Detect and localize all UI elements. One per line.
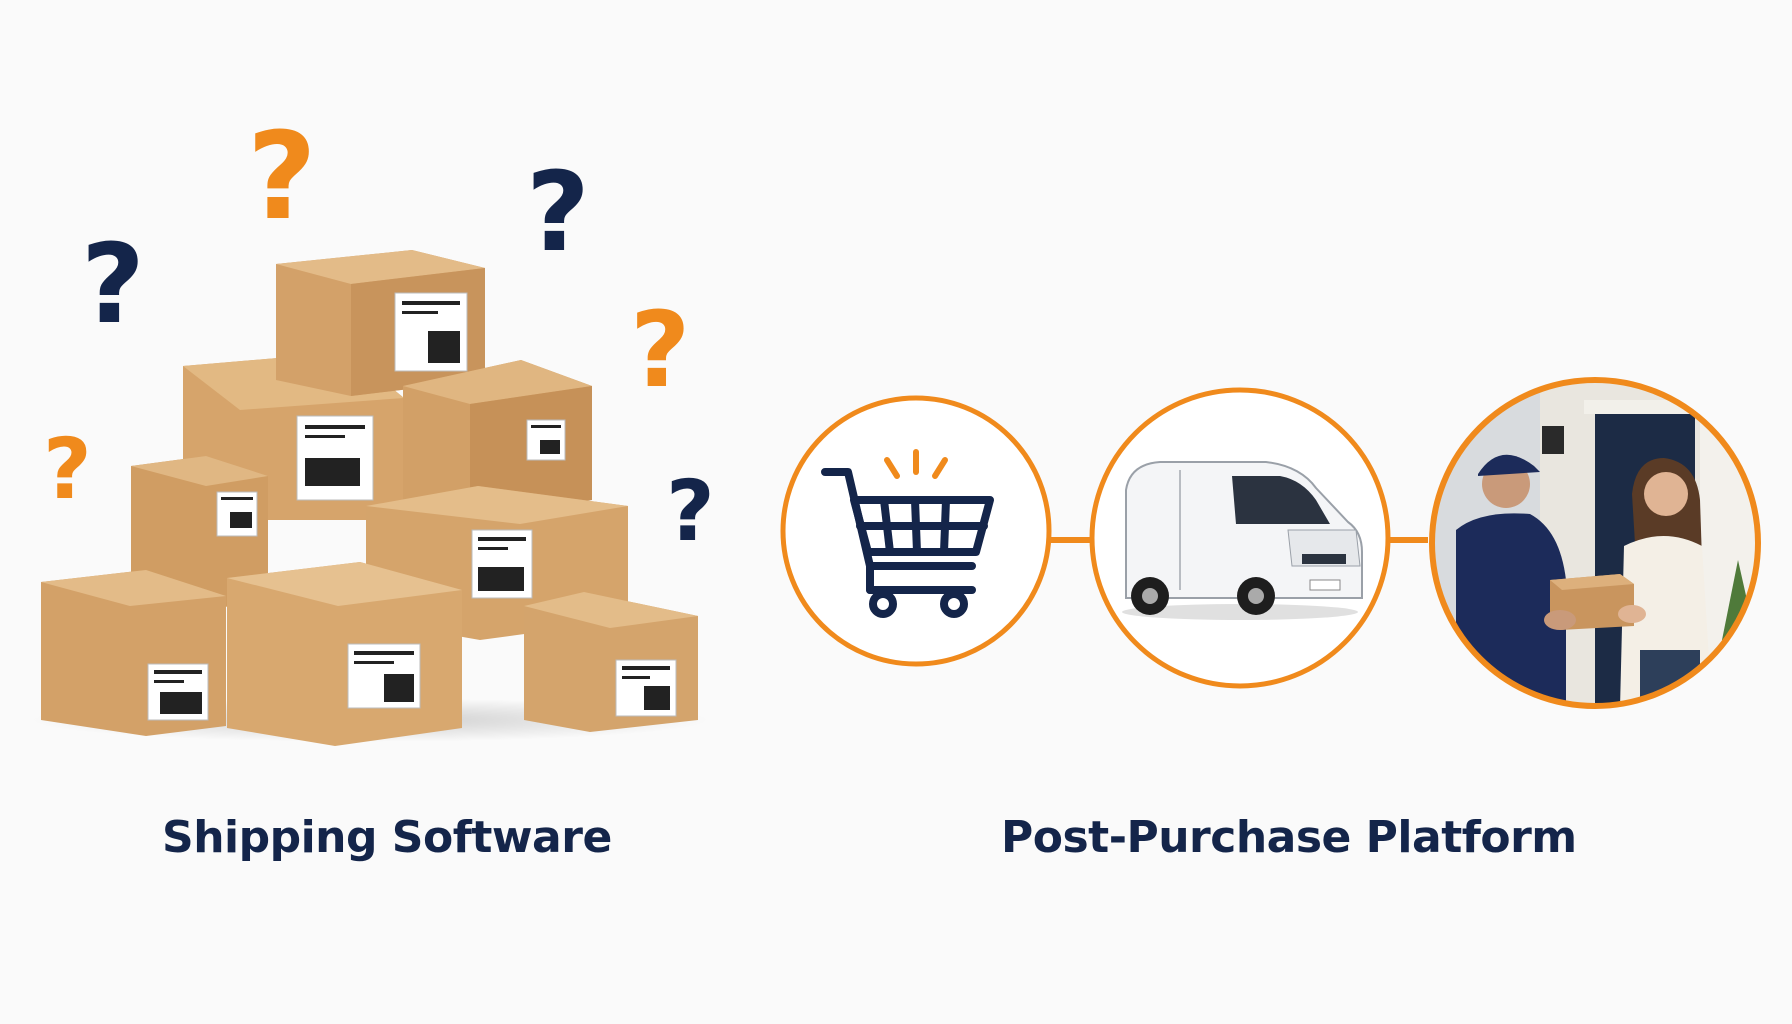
- question-mark-icon: ?: [630, 289, 690, 411]
- shipping-software-label: Shipping Software: [162, 812, 612, 863]
- question-marks: ? ? ? ? ? ?: [43, 108, 715, 560]
- delivery-van-icon: [1122, 461, 1363, 620]
- box: [403, 360, 592, 516]
- box-pile: [30, 250, 710, 746]
- box: [524, 592, 698, 732]
- shopping-cart-icon: [821, 449, 994, 618]
- courier-handoff-photo: [1429, 377, 1761, 709]
- question-mark-icon: ?: [43, 420, 92, 518]
- box: [41, 570, 226, 736]
- question-mark-icon: ?: [81, 220, 145, 348]
- box: [227, 562, 462, 746]
- question-mark-icon: ?: [247, 108, 317, 247]
- question-mark-icon: ?: [666, 462, 715, 560]
- box: [276, 250, 485, 396]
- question-mark-icon: ?: [526, 148, 590, 276]
- journey-flow: [780, 377, 1761, 709]
- box: [131, 456, 268, 612]
- post-purchase-platform-label: Post-Purchase Platform: [1001, 812, 1577, 863]
